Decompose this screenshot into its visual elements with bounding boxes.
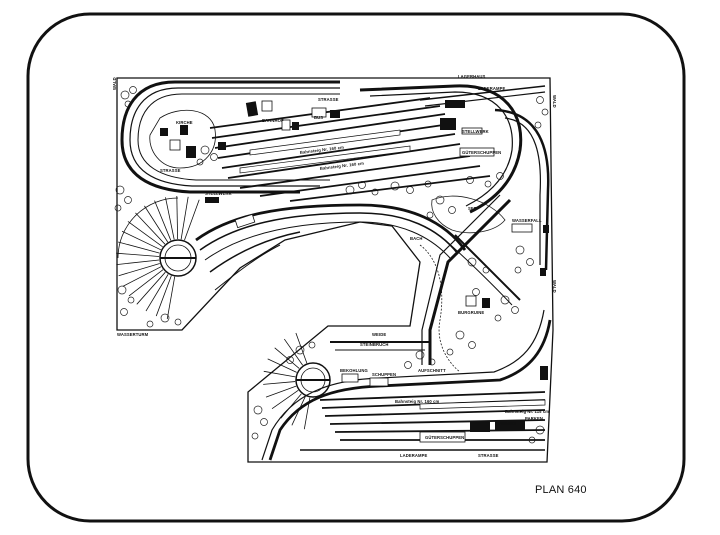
- label-gueterschuppen-top: GÜTERSCHUPPEN: [462, 150, 501, 155]
- label-steinbruch: STEINBRUCH: [360, 342, 388, 347]
- layout-baseboard: [116, 77, 554, 463]
- roundhouse-ray: [176, 196, 179, 240]
- roundhouse-ray: [118, 241, 160, 254]
- lower-roundhouse-rays: [263, 332, 311, 430]
- upper-loop-tracks: [120, 80, 340, 194]
- roundhouse-ray: [184, 199, 200, 241]
- roundhouse-ray: [274, 347, 300, 369]
- roundhouse-ray: [166, 276, 176, 320]
- roundhouse-ray: [122, 266, 162, 287]
- label-burgruine: BURGRUINE: [458, 310, 484, 315]
- crossing-tracks: [421, 194, 521, 365]
- roundhouse-ray: [127, 221, 163, 248]
- lake: [431, 195, 506, 234]
- roundhouse-rays: [116, 196, 200, 320]
- label-schuppen: SCHUPPEN: [372, 372, 396, 377]
- roundhouse-ray: [145, 274, 169, 312]
- roundhouse-ray: [144, 205, 169, 243]
- label-wasserfall: WASSERFALL: [512, 218, 542, 223]
- roundhouse-ray: [267, 358, 297, 373]
- roundhouse-ray: [155, 275, 172, 317]
- label-laderampe-top: LADERAMPE: [478, 86, 506, 91]
- label-stellwerk-left: STELLWERK: [205, 191, 232, 196]
- roundhouse-ray: [165, 197, 175, 240]
- inner-road-loop: [149, 110, 216, 169]
- label-laderampe-bot: LADERAMPE: [400, 453, 428, 458]
- roundhouse-ray: [271, 389, 299, 410]
- roundhouse-ray: [135, 212, 166, 245]
- upper-right-tracks: [359, 84, 550, 271]
- turntable-upper: [117, 197, 197, 277]
- label-see: SEE: [468, 206, 477, 211]
- label-lagerhaus: LAGERHAUS: [458, 74, 486, 79]
- roundhouse-ray: [263, 381, 296, 385]
- label-strasse-top: STRASSE: [318, 97, 339, 102]
- label-wald-right: WALD: [552, 95, 557, 108]
- label-bahnhof-bot: BAHNHOF: [496, 421, 518, 426]
- label-wald-right2: WALD: [552, 280, 557, 293]
- label-bach: BACH: [410, 236, 423, 241]
- roundhouse-ray: [265, 385, 297, 398]
- roundhouse-ray: [291, 396, 306, 426]
- label-strasse-bot: STRASSE: [478, 453, 499, 458]
- label-strasse-left: STRASSE: [160, 168, 181, 173]
- label-bahnhof-top: BAHNHOF: [262, 118, 284, 123]
- roundhouse-ray: [280, 393, 302, 419]
- diagram-labels: LAGERHAUS LADERAMPE STRASSE STRASSE BAHN…: [112, 74, 557, 458]
- label-bahnsteig-mid: Bahnsteig Nr. 160 cm: [320, 161, 365, 171]
- label-wasserturm: WASSERTURM: [117, 332, 149, 337]
- turntable-lower: [295, 362, 331, 398]
- roundhouse-ray: [121, 230, 162, 251]
- label-aufschnitt: AUFSCHNITT: [418, 368, 446, 373]
- label-bahnsteig-bot1: Bahnsteig Nr. 160 cm: [395, 399, 440, 404]
- roundhouse-ray: [116, 259, 160, 265]
- roundhouse-ray: [128, 269, 164, 297]
- label-bus: BUS: [314, 115, 323, 120]
- platforms: [239, 129, 546, 410]
- roundhouse-ray: [295, 332, 308, 364]
- plan-caption: PLAN 640: [535, 484, 587, 496]
- label-bahnsteig-top: Bahnsteig Nr. 160 cm: [300, 145, 345, 155]
- label-wald-left: WALD: [112, 77, 117, 90]
- creek: [419, 244, 461, 373]
- roundhouse-ray: [283, 338, 304, 366]
- roundhouse-ray: [154, 200, 172, 241]
- label-weide: WEIDE: [372, 332, 386, 337]
- roundhouse-ray: [303, 397, 311, 430]
- station-yard-upper: [209, 97, 491, 202]
- roundhouse-ray: [136, 271, 166, 305]
- roundhouse-ray: [118, 263, 160, 277]
- label-bekohlung: BEKOHLUNG: [340, 368, 368, 373]
- label-parken: PARKEN: [525, 416, 543, 421]
- scenery-trees: [114, 86, 549, 444]
- label-kirche: KIRCHE: [176, 120, 193, 125]
- label-bahnsteig-bot2: Bahnsteig Nr. 115 cm: [505, 409, 549, 414]
- label-gueterschuppen-bot: GÜTERSCHUPPEN: [425, 435, 464, 440]
- roundhouse-ray: [263, 370, 296, 378]
- middle-curve-tracks: [195, 203, 467, 291]
- roundhouse-ray: [116, 252, 160, 257]
- roundhouse-ray: [180, 196, 189, 240]
- buildings: [160, 100, 549, 443]
- label-stellwerk-top: STELLWERK: [462, 129, 489, 134]
